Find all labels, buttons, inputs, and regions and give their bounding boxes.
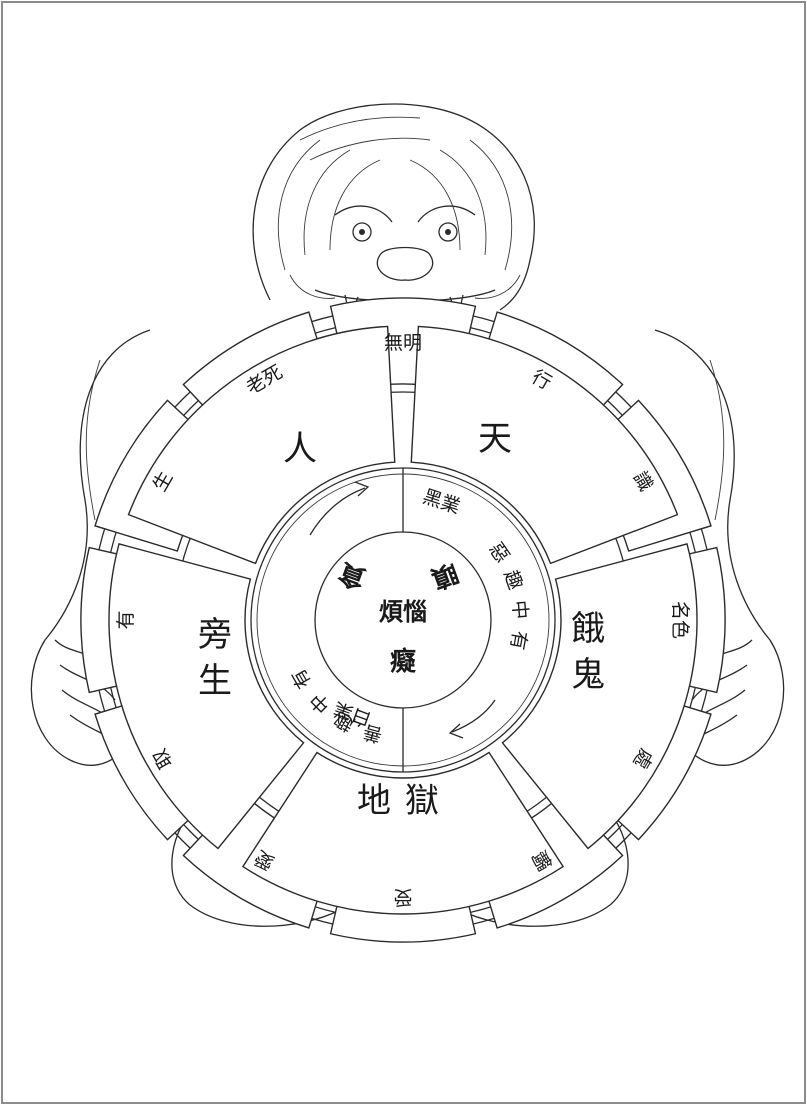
demon-head xyxy=(252,103,535,321)
greed-label: 貪 xyxy=(334,556,370,594)
evil-path-char: 有 xyxy=(506,629,531,652)
link-label-name-form: 名色 xyxy=(669,601,691,639)
svg-text:餓: 餓 xyxy=(571,609,605,649)
evil-path-char: 中 xyxy=(508,599,532,620)
svg-text:旁: 旁 xyxy=(198,615,232,655)
realm-human-label: 人 xyxy=(283,429,317,469)
black-karma-label: 黑業 xyxy=(420,486,463,519)
realm-panel-hell xyxy=(241,751,565,915)
realm-animal-label: 旁 生 xyxy=(198,615,232,701)
link-label-becoming: 有 xyxy=(115,610,137,629)
svg-text:生: 生 xyxy=(198,661,232,701)
realm-hell-label: 地獄 xyxy=(357,781,453,821)
anger-label: 瞋 xyxy=(427,557,462,594)
realm-labels: 天 人 旁 生 餓 鬼 地獄 xyxy=(198,419,605,821)
realm-segments xyxy=(108,325,698,915)
realm-panel-human xyxy=(127,325,396,565)
evil-path-char: 惡 xyxy=(484,539,513,567)
svg-text:鬼: 鬼 xyxy=(571,655,605,695)
link-label-feeling: 受 xyxy=(393,886,412,908)
link-label-ignorance: 無明 xyxy=(384,332,422,354)
good-path-char: 有 xyxy=(287,665,316,692)
realm-heaven-label: 天 xyxy=(478,419,512,459)
center-labels: 貪 瞋 煩惱 癡 xyxy=(334,556,462,677)
afflictions-label: 煩惱 xyxy=(379,597,427,626)
delusion-label: 癡 xyxy=(390,646,416,677)
realm-panel-animal xyxy=(108,543,305,850)
realm-ghost-label: 餓 鬼 xyxy=(571,609,605,695)
good-path-char: 中 xyxy=(306,688,335,717)
evil-path-char: 趣 xyxy=(499,567,526,592)
karma-arrows xyxy=(309,481,496,739)
realm-panel-heaven xyxy=(410,325,679,565)
realm-panel-ghost xyxy=(501,543,698,850)
